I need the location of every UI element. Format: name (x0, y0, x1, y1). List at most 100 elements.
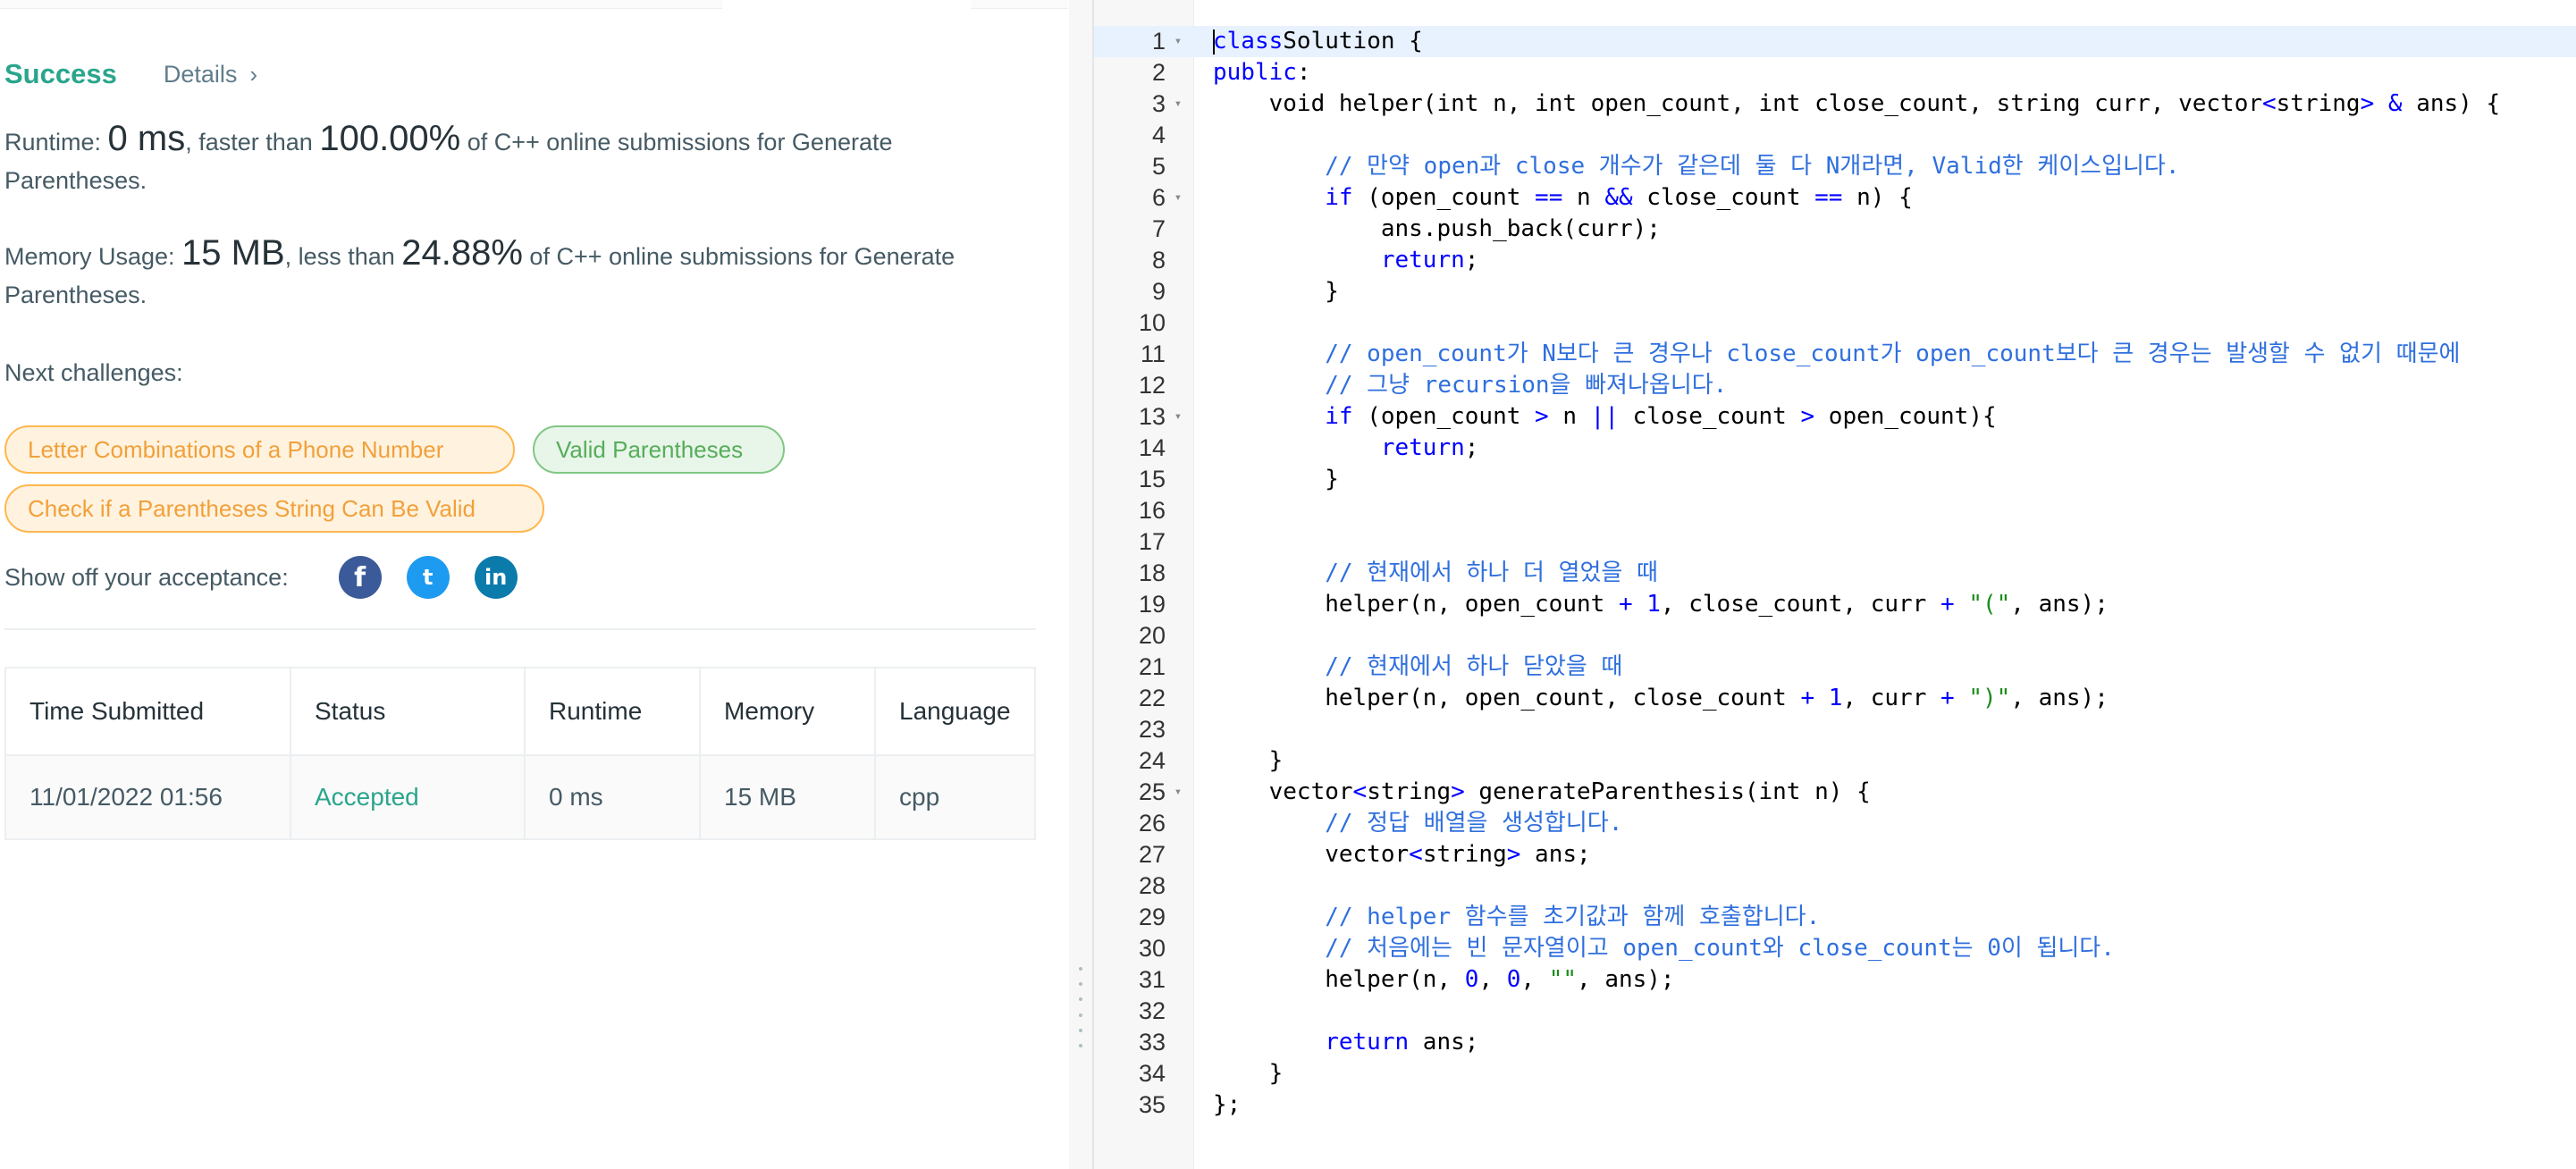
memory-label: Memory Usage: (4, 243, 182, 270)
code-line[interactable]: 34 } (1094, 1058, 2576, 1089)
code-line[interactable]: 28 (1094, 870, 2576, 902)
code-text: } (1213, 745, 1284, 777)
line-number: 34 (1138, 1060, 1166, 1087)
code-line[interactable]: 21 // 현재에서 하나 닫았을 때 (1094, 652, 2576, 683)
code-token: && (1604, 184, 1633, 211)
code-line[interactable]: 31 helper(n, 0, 0, "", ans); (1094, 964, 2576, 996)
code-line[interactable]: 30 // 처음에는 빈 문자열이고 open_count와 close_cou… (1094, 933, 2576, 964)
details-link[interactable]: Details › (164, 61, 257, 88)
cell-status-accepted[interactable]: Accepted (290, 754, 526, 840)
challenge-chip-letter-combinations[interactable]: Letter Combinations of a Phone Number (4, 425, 515, 474)
code-line[interactable]: 24 } (1094, 745, 2576, 777)
code-token: n) { (1842, 184, 1913, 211)
line-number: 2 (1151, 59, 1166, 86)
cell-time: 11/01/2022 01:56 (4, 754, 291, 840)
code-line[interactable]: 32 (1094, 996, 2576, 1027)
share-label: Show off your acceptance: (4, 563, 289, 591)
line-number: 11 (1140, 341, 1166, 367)
code-text: } (1213, 276, 1339, 307)
code-text: // 처음에는 빈 문자열이고 open_count와 close_count는… (1213, 933, 2115, 964)
code-line[interactable]: 1▾classSolution { (1094, 26, 2576, 57)
code-line[interactable]: 23 (1094, 714, 2576, 745)
code-line[interactable]: 16 (1094, 495, 2576, 526)
fold-toggle-icon[interactable]: ▾ (1174, 190, 1183, 205)
code-line[interactable]: 3▾ void helper(int n, int open_count, in… (1094, 88, 2576, 120)
code-token: } (1213, 278, 1339, 305)
code-text: // 현재에서 하나 닫았을 때 (1213, 652, 1622, 683)
code-line[interactable]: 26 // 정답 배열을 생성합니다. (1094, 808, 2576, 839)
line-number: 14 (1138, 434, 1166, 461)
code-line[interactable]: 33 return ans; (1094, 1027, 2576, 1058)
fold-toggle-icon[interactable]: ▾ (1174, 34, 1183, 48)
code-line[interactable]: 22 helper(n, open_count, close_count + 1… (1094, 683, 2576, 714)
text-cursor (1213, 29, 1215, 55)
code-text: return ans; (1213, 1027, 1478, 1058)
code-token: < (2262, 90, 2277, 117)
code-token: "(" (1968, 591, 2011, 618)
code-line[interactable]: 15 } (1094, 464, 2576, 495)
line-number: 4 (1151, 122, 1166, 148)
twitter-icon[interactable]: t (406, 556, 450, 599)
line-number: 19 (1138, 591, 1166, 618)
col-memory: Memory (699, 667, 876, 756)
code-token: || (1590, 403, 1619, 430)
code-line[interactable]: 13▾ if (open_count > n || close_count > … (1094, 401, 2576, 433)
code-line[interactable]: 14 return; (1094, 433, 2576, 464)
code-line[interactable]: 11 // open_count가 N보다 큰 경우나 close_count가… (1094, 339, 2576, 370)
line-number: 35 (1138, 1091, 1166, 1118)
panel-splitter[interactable] (1069, 0, 1092, 1169)
fold-toggle-icon[interactable]: ▾ (1174, 409, 1183, 424)
code-token: // 처음에는 빈 문자열이고 open_count와 close_count는… (1213, 935, 2115, 962)
code-line[interactable]: 7 ans.push_back(curr); (1094, 214, 2576, 245)
runtime-stat: Runtime: 0 ms, faster than 100.00% of C+… (4, 120, 1032, 200)
code-text: if (open_count > n || close_count > open… (1213, 401, 1996, 433)
code-token: == (1535, 184, 1563, 211)
col-time-submitted: Time Submitted (4, 667, 291, 756)
fold-toggle-icon[interactable]: ▾ (1174, 785, 1183, 799)
code-line[interactable]: 19 helper(n, open_count + 1, close_count… (1094, 589, 2576, 620)
code-token: "" (1548, 966, 1578, 993)
code-line[interactable]: 17 (1094, 526, 2576, 558)
code-line[interactable]: 29 // helper 함수를 초기값과 함께 호출합니다. (1094, 902, 2576, 933)
line-number: 20 (1138, 622, 1166, 649)
code-line[interactable]: 6▾ if (open_count == n && close_count ==… (1094, 182, 2576, 214)
code-line[interactable]: 35}; (1094, 1089, 2576, 1121)
code-line[interactable]: 10 (1094, 307, 2576, 339)
table-header-row: Time Submitted Status Runtime Memory Lan… (4, 667, 1036, 756)
code-token: ans; (1409, 1029, 1479, 1055)
challenge-chip-valid-parentheses[interactable]: Valid Parentheses (533, 425, 785, 474)
active-tab[interactable] (722, 0, 971, 10)
chevron-right-icon: › (249, 60, 258, 88)
code-token: string (2276, 90, 2361, 117)
code-line[interactable]: 4 (1094, 120, 2576, 151)
code-line[interactable]: 9 } (1094, 276, 2576, 307)
code-line[interactable]: 8 return; (1094, 245, 2576, 276)
code-line[interactable]: 12 // 그냥 recursion을 빠져나옵니다. (1094, 370, 2576, 401)
challenge-chip-check-parentheses-string[interactable]: Check if a Parentheses String Can Be Val… (4, 484, 544, 533)
code-text: } (1213, 464, 1339, 495)
linkedin-icon[interactable]: in (474, 556, 518, 599)
line-number: 8 (1151, 247, 1166, 273)
code-line[interactable]: 20 (1094, 620, 2576, 652)
fold-toggle-icon[interactable]: ▾ (1174, 97, 1183, 111)
facebook-icon[interactable]: f (338, 556, 382, 599)
code-text: // 정답 배열을 생성합니다. (1213, 808, 1622, 839)
code-token: 0 (1506, 966, 1521, 993)
code-token: (open_count (1352, 403, 1536, 430)
code-token: vector (1213, 841, 1410, 868)
code-token: , ans); (2010, 685, 2109, 711)
code-text: helper(n, 0, 0, "", ans); (1213, 964, 1674, 996)
code-token: n (1548, 403, 1591, 430)
code-token: string (1422, 841, 1507, 868)
code-line[interactable]: 5 // 만약 open과 close 개수가 같은데 둘 다 N개라면, Va… (1094, 151, 2576, 182)
code-line[interactable]: 18 // 현재에서 하나 더 열었을 때 (1094, 558, 2576, 589)
line-number: 10 (1138, 309, 1166, 336)
drag-handle-icon[interactable] (1078, 967, 1083, 1047)
line-number: 17 (1138, 528, 1166, 555)
code-line[interactable]: 27 vector<string> ans; (1094, 839, 2576, 870)
code-line[interactable]: 25▾ vector<string> generateParenthesis(i… (1094, 777, 2576, 808)
memory-percent: 24.88% (401, 233, 523, 273)
